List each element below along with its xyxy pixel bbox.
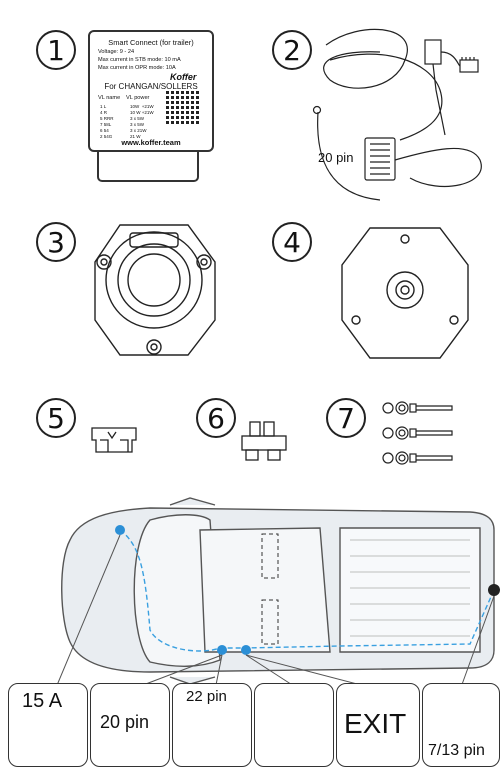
wiring-harness-drawing [312, 28, 482, 201]
harness-pin-label: 20 pin [318, 150, 354, 165]
socket-plate-drawing [94, 224, 216, 356]
item-number-5: 5 [36, 398, 76, 438]
bolts-drawing [382, 401, 453, 465]
item-number-3: 3 [36, 222, 76, 262]
ground-box [254, 683, 334, 767]
module-model: For CHANGAN/SOLLERS [104, 82, 198, 91]
item-number-1: 1 [36, 30, 76, 70]
item-number-6: 6 [196, 398, 236, 438]
module-opr-current: Max current in OPR mode: 10A [98, 65, 176, 71]
tow-socket [488, 584, 500, 596]
exit-box [336, 683, 420, 767]
gasket-drawing [341, 227, 469, 359]
wire-points [115, 525, 251, 655]
fuse-rating: 15 A [22, 690, 63, 712]
module-rows-power: 10W +21W 10 W +21W 3 x 5W 3 x 5W 3 x 21W… [130, 104, 154, 139]
connector-713-label: 7/13 pin [428, 742, 485, 759]
qr-code [166, 90, 200, 124]
module-stb-current: Max current in STB mode: 10 mA [98, 57, 181, 63]
module-title: Smart Connect (for trailer) [108, 38, 194, 47]
module-col-name: VL name [98, 95, 121, 101]
connector-icon [241, 421, 287, 461]
item-number-7: 7 [326, 398, 366, 438]
car-top-view [61, 497, 495, 685]
connector-713-box [422, 683, 500, 767]
car-interior-dashes [261, 533, 279, 645]
connector-22pin-label: 22 pin [186, 688, 227, 705]
connector-20pin-box [90, 683, 170, 767]
item-number-2: 2 [272, 30, 312, 70]
module-base [97, 152, 199, 182]
exit-label: EXIT [344, 708, 407, 739]
connector-22pin-box [172, 683, 252, 767]
item-number-4: 4 [272, 222, 312, 262]
fuse-icon [91, 427, 137, 453]
fuse-box [8, 683, 88, 767]
module-col-power: VL power [126, 95, 150, 101]
module-brand: Koffer [170, 72, 197, 82]
connector-20pin-label: 20 pin [100, 712, 150, 732]
module-website: www.koffer.team [121, 138, 181, 147]
module-rows-name: 1 L 4 R 5 RRR 7 58L 6 54 2 54G [100, 104, 114, 139]
control-module: Smart Connect (for trailer) Voltage: 9 -… [88, 30, 214, 152]
module-voltage: Voltage: 9 - 24 [98, 49, 135, 55]
